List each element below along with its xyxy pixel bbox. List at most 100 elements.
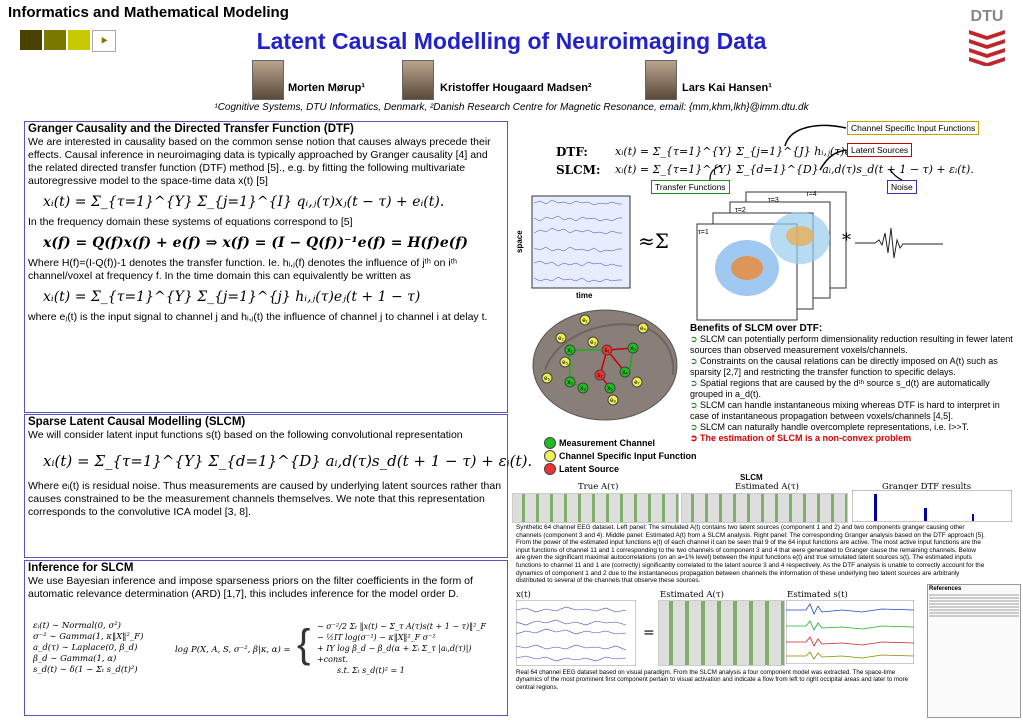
log-posterior: log P(X, A, S, σ⁻², β|κ, α) = xyxy=(175,645,291,655)
legend-swatch xyxy=(544,449,556,462)
benefit-text: Constraints on the causal relations can … xyxy=(690,356,998,377)
tag-transfer-functions: Transfer Functions xyxy=(651,180,730,194)
section-heading: Sparse Latent Causal Modelling (SLCM) xyxy=(28,416,246,428)
estimated-s-traces xyxy=(786,600,914,664)
node-label: e₈ xyxy=(610,398,616,404)
dtf-label: DTF: xyxy=(556,145,588,159)
svg-text:τ=4: τ=4 xyxy=(806,191,817,198)
dtu-logo: DTU xyxy=(965,8,1009,68)
estimated-s-label: Estimated s(t) xyxy=(787,590,848,600)
benefit-item: ➲ Spatial regions that are caused by the… xyxy=(690,378,1020,400)
node-label: e₂ xyxy=(558,336,564,342)
equation: xᵢ(t) = Σ_{τ=1}^{Υ} Σ_{j=1}^{I} qᵢ,ⱼ(τ)x… xyxy=(43,194,445,210)
term: − σ⁻²/2 Σₜ ‖x(t) − Σ_τ A(τ)s(t + 1 − τ)‖… xyxy=(317,622,486,631)
section-heading: Granger Causality and the Directed Trans… xyxy=(28,123,354,135)
arrow-icon: ➲ xyxy=(690,433,701,443)
x-label: x(t) xyxy=(516,590,531,600)
brain-image xyxy=(532,309,678,421)
slcm-label: SLCM: xyxy=(556,163,601,177)
svg-text:space: space xyxy=(515,230,524,253)
node-label: e₇ xyxy=(634,380,639,386)
legend-label: Channel Specific Input Function xyxy=(559,450,697,461)
svg-text:*: * xyxy=(842,230,851,251)
benefit-item: ➲ The estimation of SLCM is a non-convex… xyxy=(690,433,1020,444)
svg-text:τ=2: τ=2 xyxy=(735,207,746,214)
legend-item: Measurement Channel xyxy=(544,436,697,449)
paragraph: where eⱼ(t) is the input signal to chann… xyxy=(28,311,488,323)
caption-synthetic: Synthetic 64 channel EEG dataset. Left p… xyxy=(516,524,985,585)
author-photo xyxy=(645,60,677,100)
arrow-icon: ➲ xyxy=(690,334,701,344)
legend-item: Latent Source xyxy=(544,462,697,475)
logo-text: DTU xyxy=(970,8,1004,25)
prior: β_d ∼ Gamma(1, α) xyxy=(33,654,117,664)
references-box: References xyxy=(927,584,1021,718)
estimated-a-scalp-maps xyxy=(658,600,785,666)
arrow-icon: ➲ xyxy=(690,378,701,388)
model-illustration: space time ≈Σ τ=1 τ=2 τ=3 τ=4 * xyxy=(515,124,943,321)
arrow-icon: ⯈ xyxy=(92,30,116,52)
posterior-terms: − σ⁻²/2 Σₜ ‖x(t) − Σ_τ A(τ)s(t + 1 − τ)‖… xyxy=(317,621,486,676)
node-label: x₅ xyxy=(630,346,636,352)
benefits-title: Benefits of SLCM over DTF: xyxy=(690,323,823,334)
legend-label: Measurement Channel xyxy=(559,437,656,448)
prior: εᵢ(t) ∼ Normal(0, σ²) xyxy=(33,621,121,631)
brain-legend: Measurement Channel Channel Specific Inp… xyxy=(544,436,697,475)
author-name: Lars Kai Hansen¹ xyxy=(682,82,772,94)
benefit-item: ➲ Constraints on the causal relations ca… xyxy=(690,356,1020,378)
author-row: Morten Mørup¹ Kristoffer Hougaard Madsen… xyxy=(250,60,850,100)
prior: σ⁻² ∼ Gamma(1, κ‖X‖²_F) xyxy=(33,632,144,642)
tag-noise: Noise xyxy=(887,180,917,194)
dtf-equation: xᵢ(t) = Σ_{τ=1}^{Υ} Σ_{j=1}^{J} hᵢ,ⱼ(τ)e… xyxy=(615,145,913,158)
node-label: s₁ xyxy=(604,348,609,354)
svg-text:≈Σ: ≈Σ xyxy=(638,229,669,253)
node-label: e₅ xyxy=(562,360,568,366)
node-label: x₁ xyxy=(567,348,572,354)
benefit-item: ➲ SLCM can naturally handle overcomplete… xyxy=(690,422,1020,433)
node-label: x₂ xyxy=(567,380,573,386)
affiliation: ¹Cognitive Systems, DTU Informatics, Den… xyxy=(214,102,809,113)
estimated-a-scalp-maps xyxy=(681,493,848,523)
benefit-text: The estimation of SLCM is a non-convex p… xyxy=(700,433,912,443)
term: + ΙΥ log β_d − β_d(α + Σᵢ Σ_τ |aᵢ,d(τ)|) xyxy=(317,644,472,653)
arrow-icon: ➲ xyxy=(690,400,701,410)
granger-bar-plot xyxy=(852,490,1012,522)
node-label: e₄ xyxy=(640,326,646,332)
node-label: e₃ xyxy=(590,340,596,346)
brand-squares: ⯈ xyxy=(20,30,116,52)
node-label: x₃ xyxy=(580,386,586,392)
term: − ½IT log(σ⁻²) − κ‖X‖²_F σ⁻² xyxy=(317,633,436,642)
paragraph: We will consider latent input functions … xyxy=(28,429,463,441)
paragraph: Where H(f)=(I-Q(f))-1 denotes the transf… xyxy=(28,257,458,282)
prior: a_d(τ) ∼ Laplace(0, β_d) xyxy=(33,643,138,653)
equation: xᵢ(t) = Σ_{τ=1}^{Υ} Σ_{d=1}^{D} aᵢ,d(τ)s… xyxy=(43,452,533,470)
equation: x(f) = Q(f)x(f) + e(f) ⇒ x(f) = (I − Q(f… xyxy=(43,235,469,251)
author-photo xyxy=(252,60,284,100)
prior: s_d(t) ∼ δ(1 − Σₜ s_d(t)²) xyxy=(33,665,138,675)
benefit-text: SLCM can potentially perform dimensional… xyxy=(690,334,1013,355)
legend-label: Latent Source xyxy=(559,463,620,474)
paragraph: We use Bayesian inference and impose spa… xyxy=(28,575,473,600)
paragraph: We are interested in causality based on … xyxy=(28,136,491,187)
brain-network-figure: e₁ e₂ e₃ e₄ e₅ e₆ e₇ e₈ s₁ s₂ x₁ x₂ x₃ x… xyxy=(532,309,678,421)
granger-section: Granger Causality and the Directed Trans… xyxy=(24,121,508,413)
node-label: e₆ xyxy=(544,376,550,382)
benefit-text: Spatial regions that are caused by the d… xyxy=(690,378,990,399)
benefit-text: SLCM can naturally handle overcomplete r… xyxy=(700,422,969,432)
svg-text:τ=3: τ=3 xyxy=(768,197,779,204)
author-name: Morten Mørup¹ xyxy=(288,82,365,94)
arrow xyxy=(819,149,847,171)
benefit-item: ➲ SLCM can handle instantaneous mixing w… xyxy=(690,400,1020,422)
equation: xᵢ(t) = Σ_{τ=1}^{Υ} Σ_{j=1}^{j} hᵢ,ⱼ(τ)e… xyxy=(43,289,421,305)
institution-name: Informatics and Mathematical Modeling xyxy=(8,4,289,21)
dtu-emblem-icon xyxy=(969,30,1005,67)
svg-text:τ=1: τ=1 xyxy=(698,229,709,236)
inference-section: Inference for SLCM We use Bayesian infer… xyxy=(24,560,508,716)
arrow xyxy=(709,165,721,181)
section-heading: Inference for SLCM xyxy=(28,562,134,574)
legend-swatch xyxy=(544,462,556,475)
author-name: Kristoffer Hougaard Madsen² xyxy=(440,82,592,94)
slcm-equation: xᵢ(t) = Σ_{τ=1}^{Υ} Σ_{d=1}^{D} aᵢ,d(τ)s… xyxy=(615,163,974,176)
benefits-list: Benefits of SLCM over DTF: ➲ SLCM can po… xyxy=(690,323,1020,444)
term: s.t. Σₜ s_d(t)² = 1 xyxy=(337,666,405,675)
